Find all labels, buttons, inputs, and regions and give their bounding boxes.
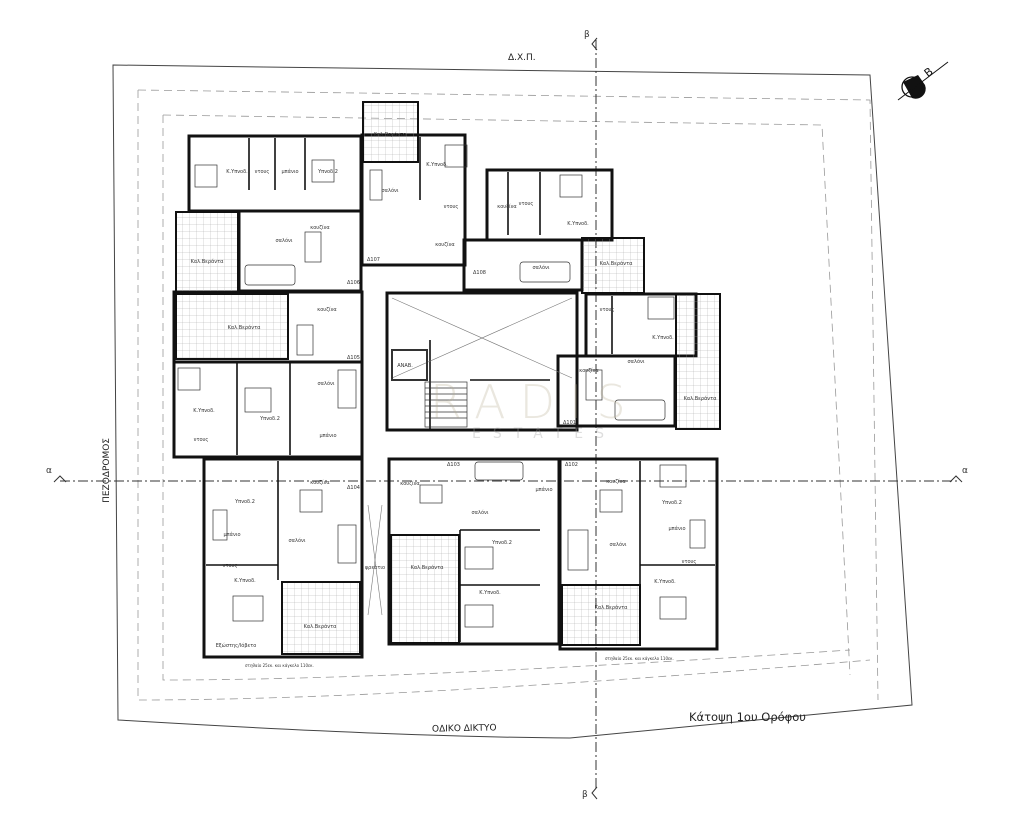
room-label: Καλ.Βεράντα — [227, 325, 261, 331]
section-marker-a-right: α — [962, 466, 968, 476]
room-label: μπάνιο — [319, 433, 337, 439]
room-label: Καλ.Βεράντα — [303, 624, 337, 630]
room-label: κουζίνα — [317, 307, 337, 313]
room-label: Κ.Υπνοδ. — [479, 590, 501, 596]
room-label: σαλόνι — [288, 538, 306, 544]
room-label: κουζίνα — [435, 242, 455, 248]
section-marker-glyphs — [53, 37, 963, 800]
room-label: Υπνοδ.2 — [318, 169, 338, 175]
room-label: Καλ.Βεράντα — [683, 396, 717, 402]
room-label: σαλόνι — [381, 188, 399, 194]
section-marker-b-top: β — [584, 30, 590, 40]
room-label: σαλόνι — [609, 542, 627, 548]
room-label: μπάνιο — [223, 532, 241, 538]
verandas — [175, 101, 721, 655]
apartment-id: Δ108 — [473, 270, 486, 276]
room-label: Κ.Υπνοδ. — [567, 221, 589, 227]
room-label: ντους — [254, 169, 270, 175]
apartment-id: Δ105 — [347, 355, 360, 361]
furniture — [177, 144, 706, 628]
room-label: Υπνοδ.2 — [492, 540, 512, 546]
staircase — [391, 349, 468, 428]
room-label: μπάνιο — [281, 169, 299, 175]
room-label: Υπνοδ.2 — [260, 416, 280, 422]
room-label: Υπνοδ.2 — [235, 499, 255, 505]
room-label: κουζίνα — [579, 368, 599, 374]
apartment-id: Δ101 — [563, 420, 576, 426]
site-label-bottom: ΟΔΙΚΟ ΔΙΚΤΥΟ — [431, 723, 497, 735]
room-label: ντους — [443, 204, 459, 210]
void-cross — [367, 297, 573, 616]
room-label: μπάνιο — [668, 526, 686, 532]
room-label: Κ.Υπνοδ. — [234, 578, 256, 584]
railing-note: στηθαίο 25εκ. και κάγκελο 110εκ. — [245, 663, 314, 668]
room-label: σαλόνι — [627, 359, 645, 365]
apartment-id: Δ103 — [447, 462, 460, 468]
room-label: φρεάτιο — [364, 565, 386, 571]
room-label: ΑΝΑΒ. — [397, 363, 413, 369]
section-marker-b-bottom: β — [582, 790, 588, 800]
north-arrow-icon: B — [897, 61, 949, 101]
room-label: Εξώστης/Ιόβετο — [215, 643, 257, 649]
room-label: σαλόνι — [275, 238, 293, 244]
room-label: Κ.Υπνοδ. — [193, 408, 215, 414]
apartment-id: Δ107 — [367, 257, 380, 263]
room-label: σαλόνι — [532, 265, 550, 271]
room-label: Καλ.Βεράντα — [410, 565, 444, 571]
room-label: σαλόνι — [471, 510, 489, 516]
site-boundary — [112, 64, 913, 739]
room-label: κουζίνα — [310, 480, 330, 486]
section-marker-a-left: α — [46, 466, 52, 476]
room-label: σαλόνι — [317, 381, 335, 387]
room-label: Κ.Υπνοδ. — [652, 335, 674, 341]
room-label: κουζίνα — [310, 225, 330, 231]
apartment-id: Δ102 — [565, 462, 578, 468]
room-label: Καλ.Βεράντα — [594, 605, 628, 611]
railing-note: στηθαίο 25εκ. και κάγκελο 110εκ. — [605, 656, 674, 661]
watermark-brand: RADIS — [430, 375, 640, 429]
room-label: κουζίνα — [400, 481, 420, 487]
room-label: κουζίνα — [606, 479, 626, 485]
room-label: Κ.Υπνοδ. — [654, 579, 676, 585]
room-label: ντους — [193, 437, 209, 443]
drawing-title: Κάτοψη 1ου Ορόφου — [689, 710, 806, 724]
room-label: Κ.Υπνοδ. — [226, 169, 248, 175]
site-label-top: Δ.Χ.Π. — [508, 53, 536, 63]
apartment-id: Δ104 — [347, 485, 360, 491]
room-label: μπάνιο — [535, 487, 553, 493]
setback-lines — [137, 89, 879, 701]
room-label: ντους — [518, 201, 534, 207]
room-label: Καλ.Βεράντα — [373, 132, 407, 138]
room-label: ντους — [681, 559, 697, 565]
room-label: ντους — [599, 307, 615, 313]
room-label: κουζίνα — [497, 204, 517, 210]
site-label-left: ΠΕΖΟΔΡΟΜΟΣ — [102, 438, 112, 503]
room-label: Υπνοδ.2 — [662, 500, 682, 506]
apartment-id: Δ106 — [347, 280, 360, 286]
interior-partitions — [206, 137, 715, 642]
room-label: Καλ.Βεράντα — [190, 259, 224, 265]
room-label: ντους — [222, 563, 238, 569]
room-label: Κ.Υπνοδ. — [426, 162, 448, 168]
room-label: Καλ.Βεράντα — [599, 261, 633, 267]
watermark-sub: ESTATES — [472, 426, 616, 442]
